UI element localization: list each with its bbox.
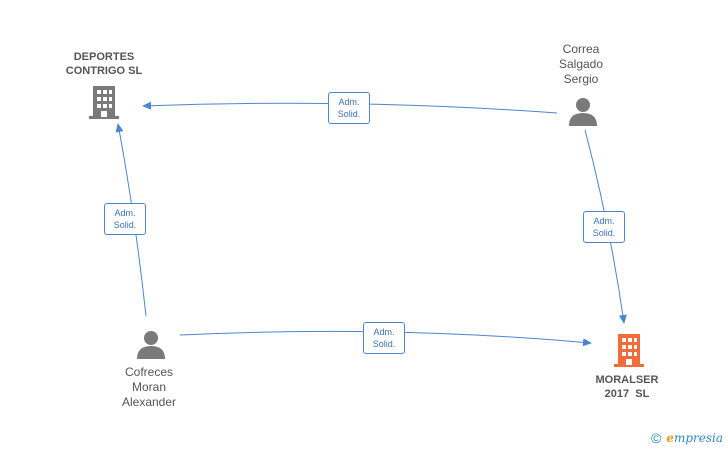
edge-role-line: Solid. <box>372 339 396 349</box>
edge-role-line: Adm. <box>114 208 136 218</box>
building-icon[interactable] <box>89 86 119 119</box>
edge-role-line: Adm. <box>373 327 395 337</box>
person-icon[interactable] <box>137 331 165 359</box>
person-icon[interactable] <box>569 98 597 126</box>
edge-role-line: Adm. <box>593 216 615 226</box>
person-name-line: Moran <box>131 380 166 394</box>
edge-label-cofreces-deportes: Adm. Solid. <box>104 203 146 235</box>
person-name-line: Alexander <box>121 395 177 409</box>
edge-role-line: Solid. <box>592 228 616 238</box>
company-name-moralser[interactable]: MORALSER 2017 SL <box>567 373 687 401</box>
company-name-deportes[interactable]: DEPORTES CONTRIGO SL <box>44 50 164 78</box>
edge-label-correa-deportes: Adm. Solid. <box>328 92 370 124</box>
company-name-line: CONTRIGO SL <box>65 65 143 77</box>
edge-label-correa-moralser: Adm. Solid. <box>583 211 625 243</box>
copyright-icon: © <box>651 430 662 446</box>
person-name-line: Cofreces <box>124 365 174 379</box>
edge-label-cofreces-moralser: Adm. Solid. <box>363 322 405 354</box>
brand-footer[interactable]: © empresia <box>651 430 723 446</box>
person-name-line: Sergio <box>563 72 599 86</box>
company-name-line: MORALSER <box>595 374 659 386</box>
company-name-line: 2017 SL <box>604 388 650 400</box>
company-name-line: DEPORTES <box>73 51 135 63</box>
person-name-cofreces[interactable]: Cofreces Moran Alexander <box>109 365 189 410</box>
brand-logo: empresia <box>666 431 724 445</box>
person-name-line: Correa <box>562 42 600 56</box>
edge-role-line: Adm. <box>338 97 360 107</box>
edge-role-line: Solid. <box>337 109 361 119</box>
building-icon[interactable] <box>614 334 644 367</box>
edge-role-line: Solid. <box>113 220 137 230</box>
person-name-correa[interactable]: Correa Salgado Sergio <box>541 42 621 87</box>
person-name-line: Salgado <box>558 57 604 71</box>
